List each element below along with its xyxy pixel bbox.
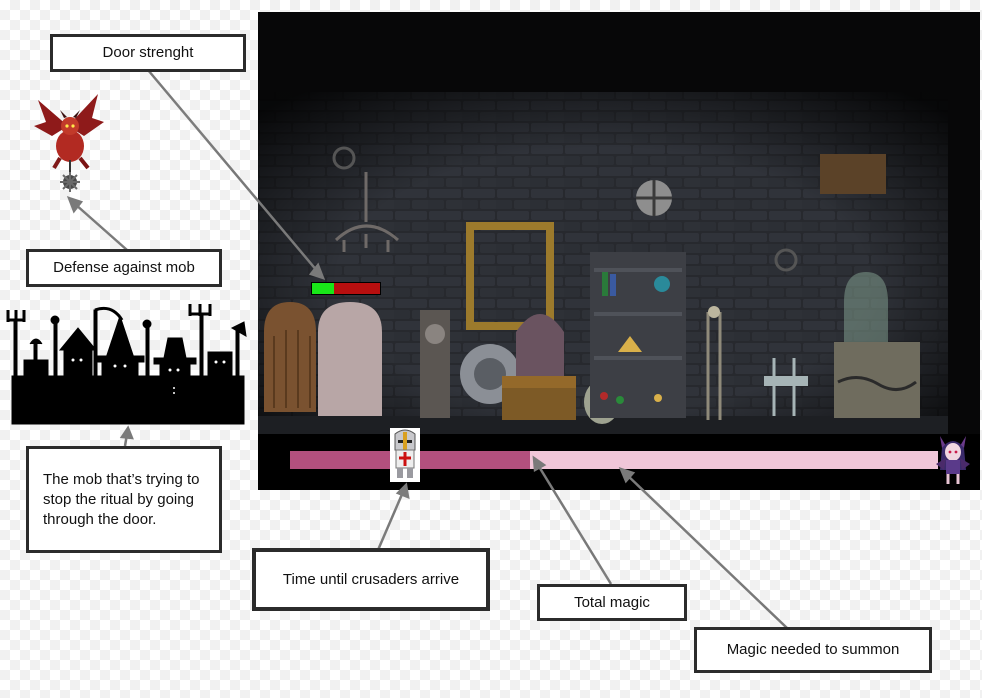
callout-door-strength-text: Door strenght [102, 44, 194, 61]
dungeon-scene [258, 12, 980, 490]
callout-crusaders-text: Time until crusaders arrive [282, 570, 460, 588]
red-demon-icon [34, 94, 104, 192]
callout-defense-text: Defense against mob [53, 259, 195, 276]
game-viewport [258, 12, 980, 490]
callout-total-magic-text: Total magic [574, 593, 650, 611]
callout-mob: The mob that’s trying to stop the ritual… [26, 446, 222, 553]
magic-bar [290, 451, 938, 469]
callout-crusaders: Time until crusaders arrive [252, 548, 490, 611]
crusader-knight-icon [390, 428, 420, 482]
door-strength-fill [312, 283, 335, 294]
callout-magic-needed: Magic needed to summon [694, 627, 932, 673]
callout-defense: Defense against mob [26, 249, 222, 287]
mob-silhouette-icon [6, 304, 247, 425]
succubus-icon [936, 436, 970, 484]
callout-total-magic: Total magic [537, 584, 687, 621]
callout-magic-needed-text: Magic needed to summon [726, 641, 900, 658]
callout-door-strength: Door strenght [50, 34, 246, 72]
callout-mob-text: The mob that’s trying to stop the ritual… [43, 470, 200, 528]
door-strength-bar [311, 282, 381, 295]
